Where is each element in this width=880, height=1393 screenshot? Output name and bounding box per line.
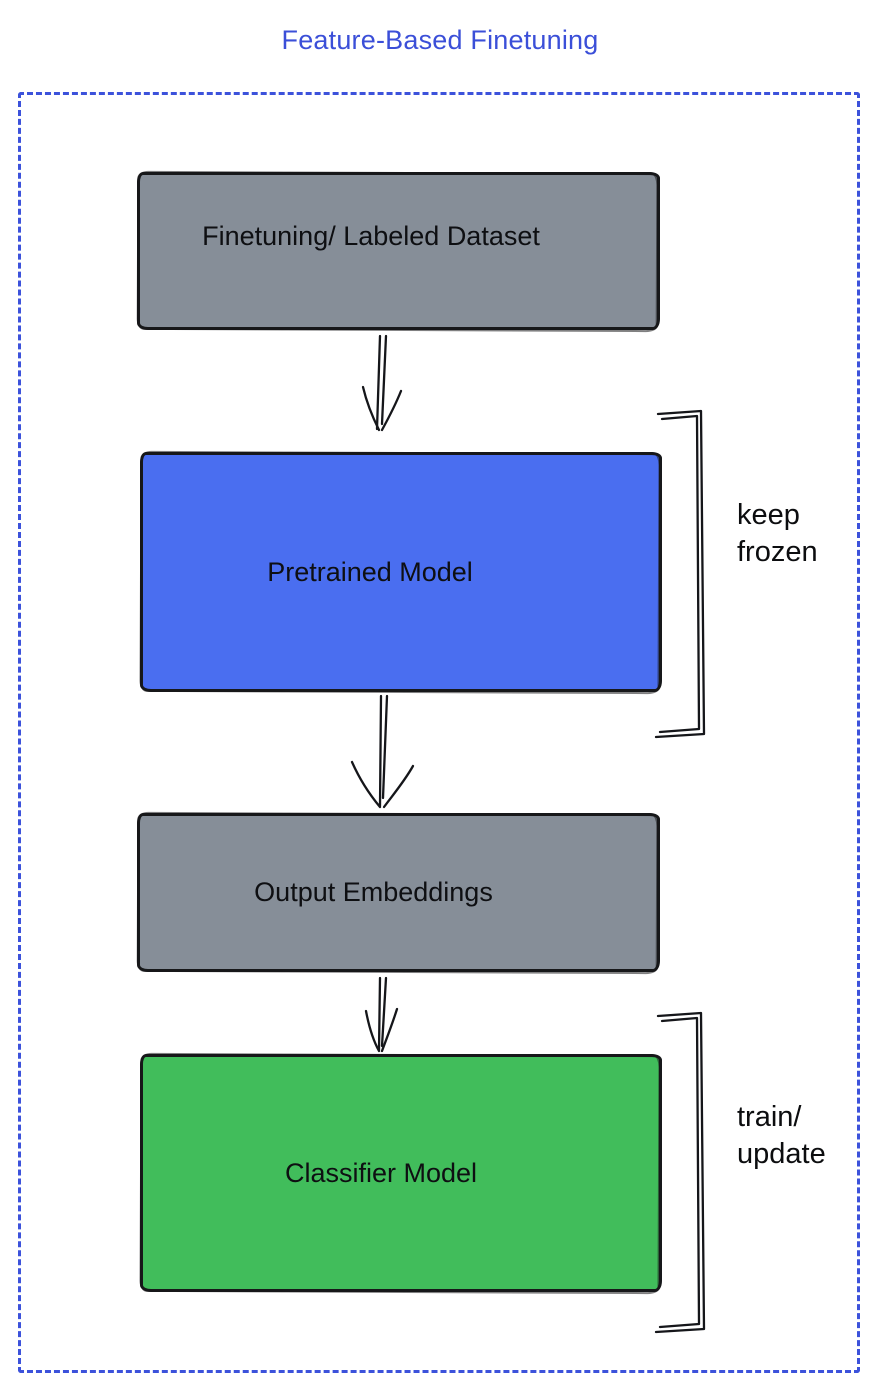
diagram-title: Feature-Based Finetuning — [281, 25, 599, 55]
node-finetuning-dataset: Finetuning/ Labeled Dataset — [137, 172, 660, 330]
annotation-line: keep — [737, 499, 800, 531]
dashed-frame — [18, 92, 860, 1373]
node-label: Output Embeddings — [254, 877, 493, 907]
annotation-line: train/ — [737, 1101, 802, 1133]
node-classifier-model: Classifier Model — [140, 1054, 662, 1292]
annotation-train-update: train/ update — [737, 1099, 826, 1173]
node-label: Finetuning/ Labeled Dataset — [202, 220, 540, 251]
annotation-line: frozen — [737, 536, 818, 568]
node-output-embeddings: Output Embeddings — [137, 813, 660, 972]
node-label: Pretrained Model — [267, 556, 473, 587]
node-label: Classifier Model — [284, 1157, 478, 1188]
annotation-line: update — [737, 1138, 826, 1170]
annotation-keep-frozen: keep frozen — [737, 497, 818, 571]
node-pretrained-model: Pretrained Model — [140, 452, 662, 692]
